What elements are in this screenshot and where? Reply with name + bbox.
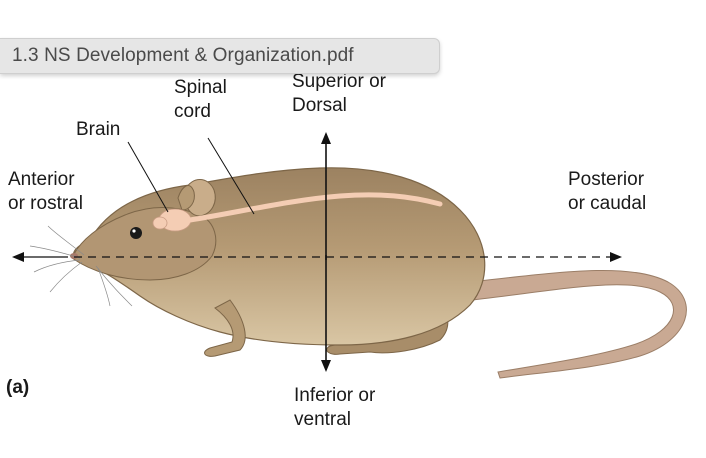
spinal-cord-label: Spinal cord [174, 76, 227, 124]
inferior-label-line2: ventral [294, 409, 352, 430]
spinal-cord-label-line1: Spinal [174, 77, 227, 98]
superior-label: Superior or Dorsal [292, 70, 386, 118]
posterior-label-line2: or caudal [568, 193, 647, 214]
rat-front-leg [204, 299, 246, 357]
rat-tail [469, 269, 687, 379]
brain-label: Brain [76, 119, 121, 140]
inferior-label: Inferior or ventral [294, 384, 375, 432]
superior-label-line1: Superior or [292, 71, 386, 92]
posterior-label-line1: Posterior [568, 169, 645, 190]
anterior-label-line2: or rostral [8, 193, 83, 214]
document-title-bar[interactable]: 1.3 NS Development & Organization.pdf [0, 38, 440, 74]
posterior-label: Posterior or caudal [568, 168, 646, 216]
inferior-label-line1: Inferior or [294, 385, 376, 406]
document-title: 1.3 NS Development & Organization.pdf [12, 45, 354, 66]
spinal-cord-label-line2: cord [174, 101, 211, 122]
spinal-cord-shape [187, 192, 443, 223]
anterior-label-line1: Anterior [8, 169, 75, 190]
brain-leader-line [127, 141, 169, 213]
rat-eye [130, 227, 142, 239]
spinal-cord-leader-line [207, 137, 255, 215]
superior-label-line2: Dorsal [292, 95, 347, 116]
anterior-label: Anterior or rostral [8, 168, 83, 216]
panel-label: (a) [6, 377, 30, 398]
rat-whiskers [29, 225, 133, 307]
